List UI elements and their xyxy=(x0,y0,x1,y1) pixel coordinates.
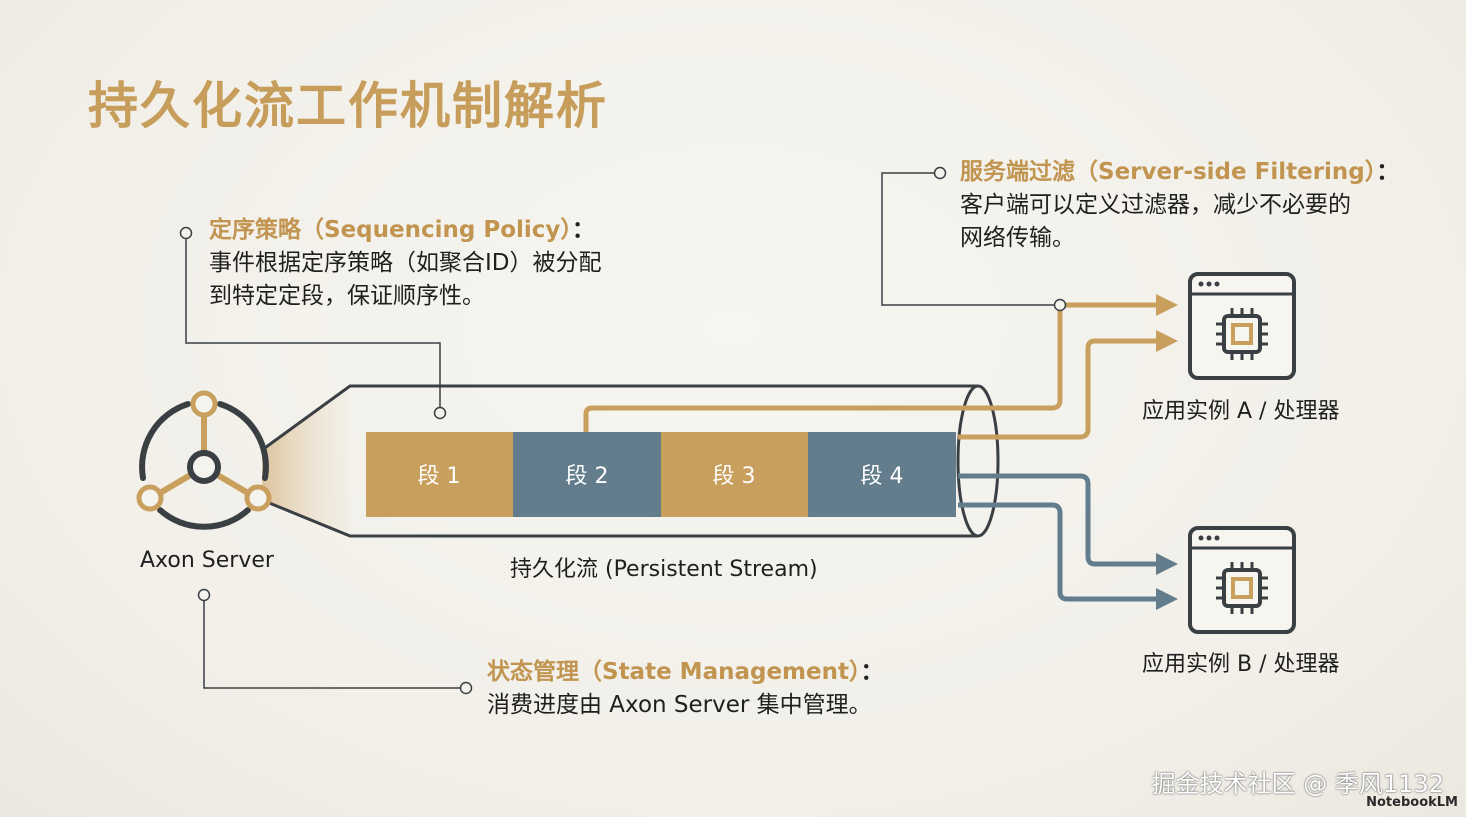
segment-3-label: 段 3 xyxy=(713,464,756,489)
callout-state-leader xyxy=(197,588,473,695)
flow-slate-lower xyxy=(958,502,1158,602)
stream-label: 持久化流 (Persistent Stream) xyxy=(510,557,818,582)
segment-1-label: 段 1 xyxy=(418,464,461,489)
app-b-cpu-window-icon xyxy=(1188,526,1296,634)
server-label: Axon Server xyxy=(140,548,274,573)
axon-server-logo-icon xyxy=(136,390,272,530)
page-title: 持久化流工作机制解析 xyxy=(88,76,608,135)
callout-sequencing-colon: ： xyxy=(571,217,595,243)
callout-sequencing-leader xyxy=(179,226,447,420)
arrow-icon xyxy=(1156,294,1178,316)
callout-sequencing-line-1: 事件根据定序策略（如聚合ID）被分配 xyxy=(209,250,602,276)
segment-4: 段 4 xyxy=(808,432,956,517)
segment-1: 段 1 xyxy=(366,432,513,517)
callout-filtering-colon: ： xyxy=(1376,159,1400,185)
callout-sequencing-heading: 定序策略（Sequencing Policy） xyxy=(209,217,572,243)
flow-gold-lower xyxy=(958,338,1158,440)
callout-filtering-line-1: 客户端可以定义过滤器，减少不必要的 xyxy=(960,192,1351,218)
watermark: 掘金技术社区 @ 季风1132 xyxy=(1151,770,1444,798)
segment-2: 段 2 xyxy=(513,432,661,517)
callout-filtering-line-2: 网络传输。 xyxy=(960,225,1075,251)
flow-gold-upper xyxy=(583,302,1158,432)
arrow-icon xyxy=(1156,330,1178,352)
flow-slate-upper xyxy=(958,473,1158,567)
callout-sequencing-line-2: 到特定定段，保证顺序性。 xyxy=(209,283,485,309)
app-a-cpu-window-icon xyxy=(1188,272,1296,380)
segment-3: 段 3 xyxy=(661,432,808,517)
stream-pipe-end xyxy=(956,384,1000,538)
brand-label: NotebookLM xyxy=(1366,795,1458,810)
callout-state-colon: ： xyxy=(860,659,884,685)
app-a-label: 应用实例 A / 处理器 xyxy=(1142,399,1340,424)
callout-state-line-1: 消费进度由 Axon Server 集中管理。 xyxy=(487,692,872,718)
segment-2-label: 段 2 xyxy=(566,464,609,489)
callout-filtering-leader xyxy=(881,166,1067,312)
callout-sequencing: 定序策略（Sequencing Policy）： 事件根据定序策略（如聚合ID）… xyxy=(209,214,602,313)
callout-filtering: 服务端过滤（Server-side Filtering）： 客户端可以定义过滤器… xyxy=(960,156,1399,255)
arrow-icon xyxy=(1156,553,1178,575)
app-b-label: 应用实例 B / 处理器 xyxy=(1142,652,1340,677)
stream-pipe xyxy=(261,384,978,538)
arrow-icon xyxy=(1156,588,1178,610)
segment-4-label: 段 4 xyxy=(861,464,904,489)
callout-state: 状态管理（State Management）： 消费进度由 Axon Serve… xyxy=(487,656,883,722)
stream-cone xyxy=(262,386,350,536)
callout-state-heading: 状态管理（State Management） xyxy=(487,659,861,685)
callout-filtering-heading: 服务端过滤（Server-side Filtering） xyxy=(960,159,1377,185)
